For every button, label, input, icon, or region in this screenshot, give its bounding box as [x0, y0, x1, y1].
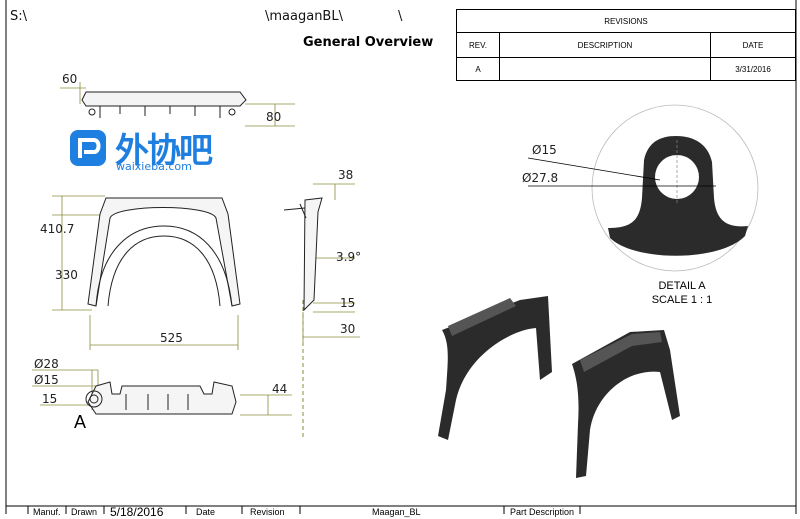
detail-marker-letter: A	[74, 412, 87, 432]
isometric-views	[438, 296, 680, 478]
dim-top-height: 80	[266, 110, 282, 124]
revisions-table: REVISIONS REV. DESCRIPTION DATE A 3/31/2…	[456, 9, 796, 81]
title-block-name: Maagan_BL	[372, 507, 421, 517]
title-block-revision: Revision	[250, 507, 285, 517]
dim-top-width: 60	[62, 72, 78, 86]
bottom-title-block	[27, 506, 581, 514]
orthographic-views	[81, 91, 323, 440]
revision-date-cell: 3/31/2016	[710, 57, 796, 81]
dim-height-total: 410.7	[40, 222, 75, 236]
dim-height-inner: 330	[55, 268, 78, 282]
detail-scale: SCALE 1 : 1	[651, 294, 713, 306]
dim-side-small: 15	[340, 296, 356, 310]
dim-side-bottom: 30	[340, 322, 356, 336]
path-drive: S:\	[10, 9, 28, 24]
title-block-drawn: Drawn	[71, 507, 98, 517]
detail-diameter-15: Ø15	[532, 143, 557, 157]
title-block-date-label: Date	[196, 507, 216, 517]
drawing-title: General Overview	[303, 35, 434, 50]
detail-view	[527, 104, 759, 272]
watermark-chinese: 外协吧	[115, 131, 213, 171]
revision-description-cell	[499, 57, 711, 81]
revision-cell: A	[456, 57, 500, 81]
dim-bottom-44: 44	[272, 382, 288, 396]
dim-width: 525	[160, 331, 183, 345]
detail-diameter-27: Ø27.8	[522, 171, 559, 185]
title-block-part-description: Part Description	[510, 507, 575, 517]
dimension-lines	[32, 82, 360, 416]
dim-bottom-15: 15	[42, 392, 58, 406]
dim-side-top: 38	[338, 168, 354, 182]
path-tail: \	[398, 9, 403, 24]
title-block-manuf: Manuf.	[33, 507, 61, 517]
dim-side-angle: 3.9°	[336, 250, 362, 264]
path-folder: \maaganBL\	[265, 9, 343, 24]
description-column-header: DESCRIPTION	[499, 32, 711, 58]
watermark-logo-icon	[70, 130, 106, 166]
dim-diameter-28: Ø28	[34, 357, 59, 371]
revisions-title: REVISIONS	[456, 9, 796, 33]
title-block-date-value: 5/18/2016	[110, 505, 164, 519]
detail-label: DETAIL A	[658, 280, 706, 292]
dim-diameter-15: Ø15	[34, 373, 59, 387]
watermark-english: waixieba.com	[116, 160, 192, 173]
